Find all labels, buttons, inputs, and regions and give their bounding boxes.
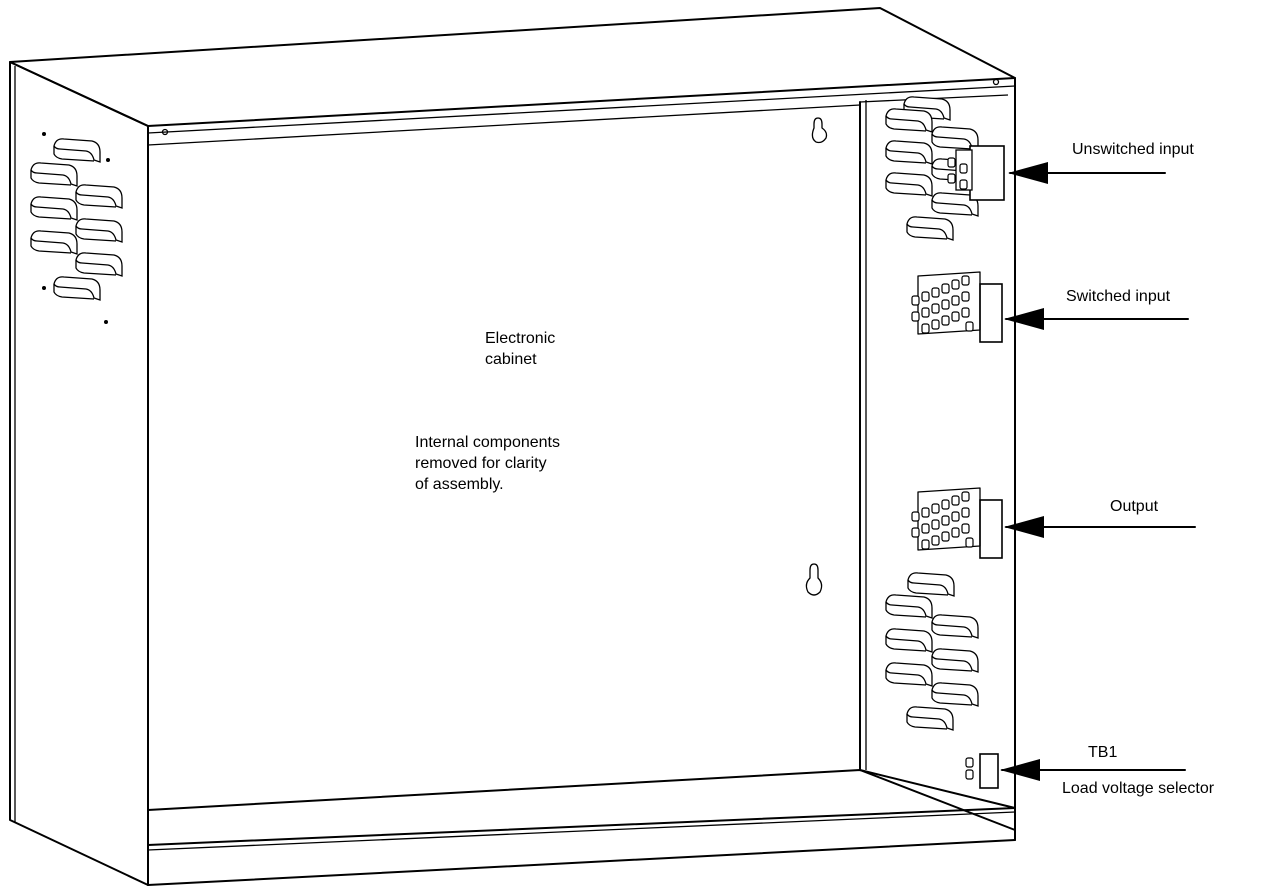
cabinet-title-line1: Electronic xyxy=(485,330,556,347)
keyhole-slot-bottom xyxy=(805,563,823,596)
arrowhead-tb1 xyxy=(1000,759,1040,781)
tb1-terminal-block xyxy=(965,753,999,789)
top-panel xyxy=(9,7,1016,127)
callout-arrows xyxy=(1000,162,1196,781)
note-line1: Internal components xyxy=(415,434,560,451)
cabinet-shell xyxy=(9,7,1016,886)
label-tb1: TB1 xyxy=(1088,744,1118,761)
switched-input-terminal-block xyxy=(911,271,1003,343)
label-output: Output xyxy=(1110,498,1159,515)
right-vent-group-bottom xyxy=(885,572,979,731)
arrowhead-output xyxy=(1004,516,1044,538)
arrowhead-unswitched-input xyxy=(1008,162,1048,184)
note-line2: removed for clarity xyxy=(415,455,547,472)
bottom-lip xyxy=(147,769,1016,846)
label-unswitched-input: Unswitched input xyxy=(1072,141,1194,158)
label-load-voltage-selector: Load voltage selector xyxy=(1062,780,1215,797)
cabinet-title-line2: cabinet xyxy=(485,351,537,368)
note-line3: of assembly. xyxy=(415,476,504,493)
label-switched-input: Switched input xyxy=(1066,288,1171,305)
right-inner-panel xyxy=(859,101,1016,831)
keyhole-slot-top xyxy=(811,117,828,144)
unswitched-input-terminal-block xyxy=(947,145,1005,201)
left-vent-group xyxy=(30,132,123,324)
arrowhead-switched-input xyxy=(1004,308,1044,330)
output-terminal-block xyxy=(912,487,1003,559)
left-side-panel xyxy=(9,61,149,886)
